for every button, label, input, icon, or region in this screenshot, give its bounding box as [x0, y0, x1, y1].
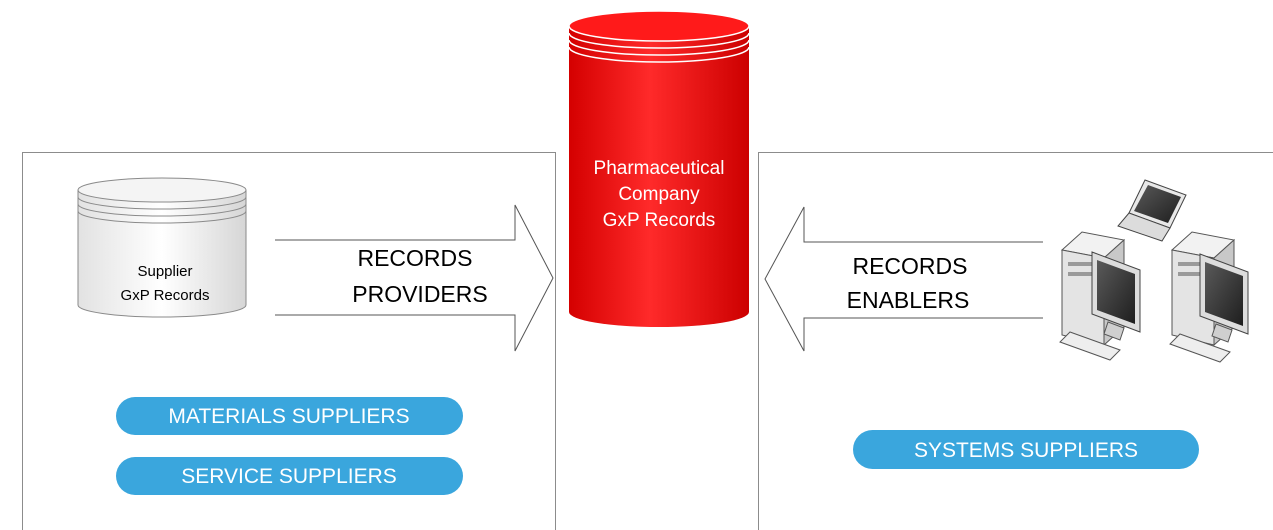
central-database: Pharmaceutical Company GxP Records — [568, 10, 750, 327]
monitor-icon — [1169, 253, 1249, 363]
supplier-db-line-2: GxP Records — [121, 287, 210, 304]
laptop-icon — [1117, 179, 1187, 242]
service-suppliers-badge: SERVICE SUPPLIERS — [116, 457, 463, 495]
enablers-line-2: ENABLERS — [847, 287, 970, 313]
computer-network-icon — [1059, 179, 1249, 363]
central-db-line-1: Pharmaceutical — [594, 158, 725, 179]
enablers-line-1: RECORDS — [852, 253, 967, 279]
database-icon: Supplier GxP Records — [77, 177, 247, 318]
records-enablers-arrow: RECORDS ENABLERS — [764, 206, 1043, 352]
materials-suppliers-badge: MATERIALS SUPPLIERS — [116, 397, 463, 435]
service-suppliers-label: SERVICE SUPPLIERS — [181, 465, 397, 488]
right-panel — [758, 152, 1273, 530]
systems-suppliers-label: SYSTEMS SUPPLIERS — [914, 439, 1138, 462]
monitor-icon — [1059, 251, 1141, 361]
left-panel — [22, 152, 556, 530]
providers-line-2: PROVIDERS — [352, 281, 487, 307]
providers-line-1: RECORDS — [357, 245, 472, 271]
central-db-line-2: Company — [618, 184, 700, 205]
supplier-db-line-1: Supplier — [137, 263, 192, 280]
records-providers-arrow: RECORDS PROVIDERS — [275, 204, 554, 352]
central-db-line-3: GxP Records — [603, 210, 716, 231]
systems-suppliers-badge: SYSTEMS SUPPLIERS — [853, 430, 1199, 469]
materials-suppliers-label: MATERIALS SUPPLIERS — [168, 405, 409, 428]
